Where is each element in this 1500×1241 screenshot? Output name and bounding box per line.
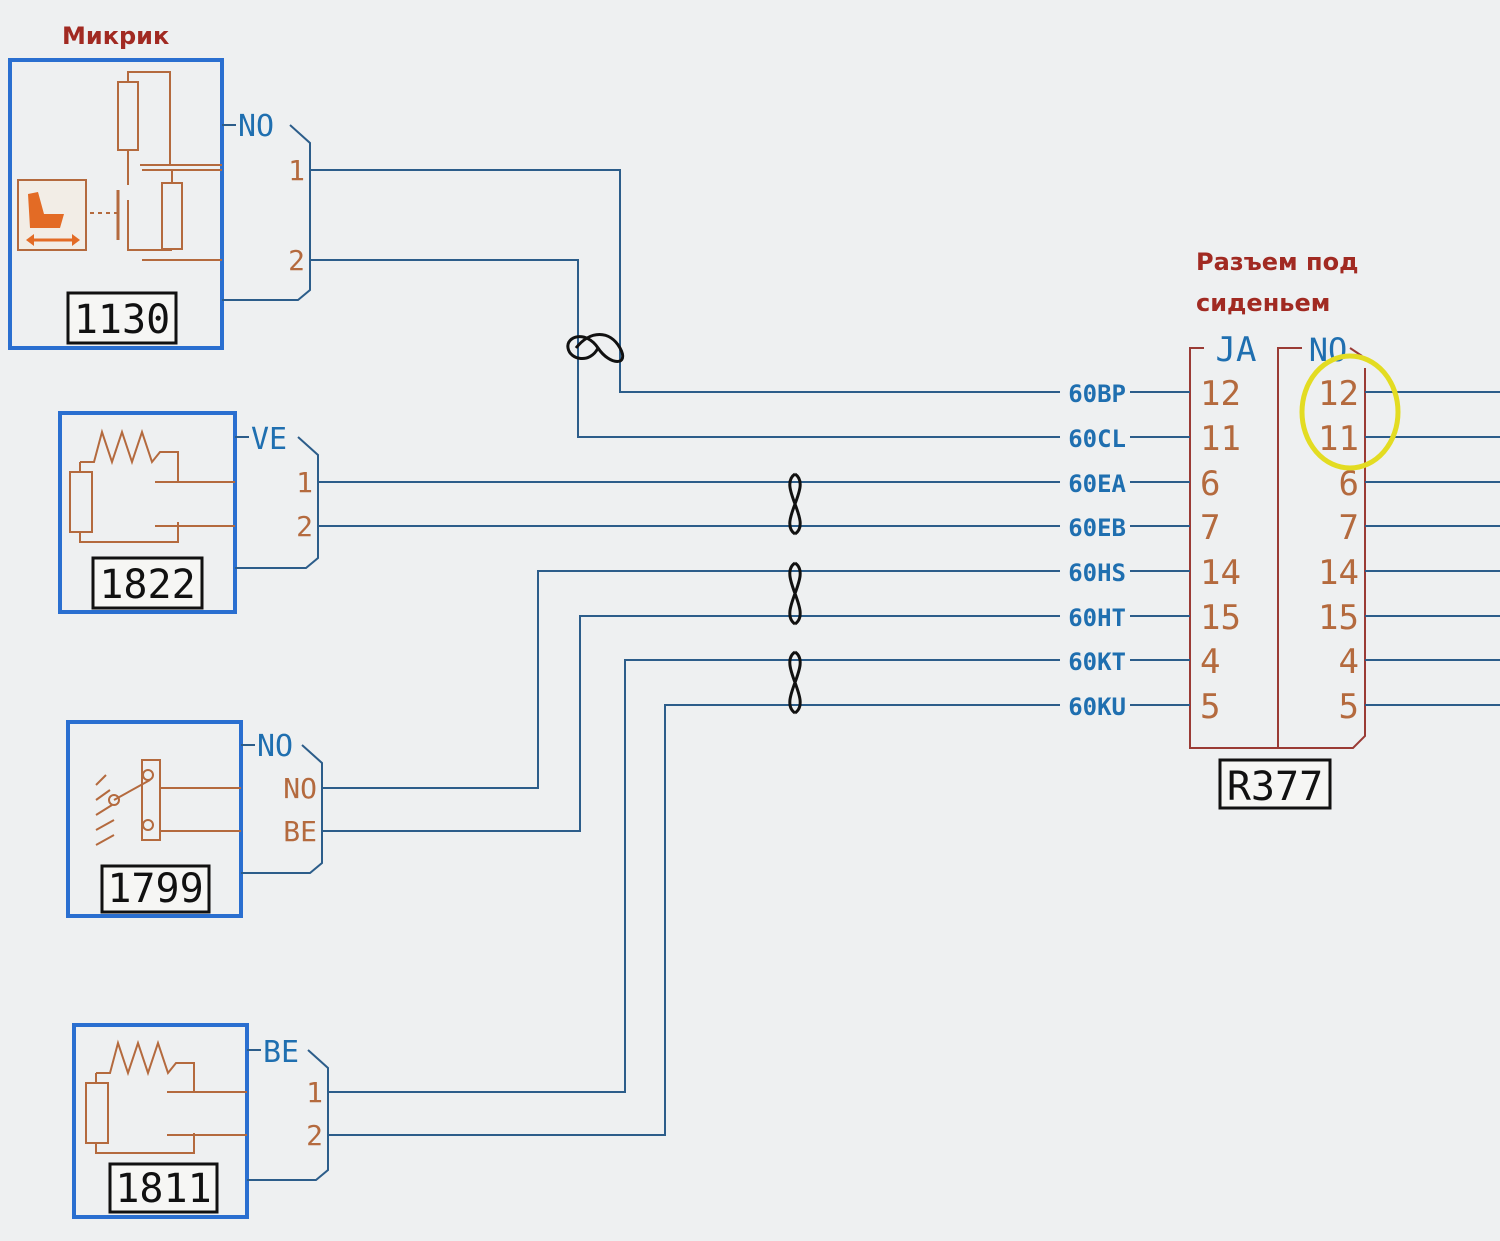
wire-label-60EB: 60EB xyxy=(1068,514,1126,542)
connector-title-line2: сиденьем xyxy=(1196,289,1331,317)
wire-label-60HS: 60HS xyxy=(1068,559,1126,587)
connector-right-pin-5: 5 xyxy=(1339,687,1359,727)
component-id-1799: 1799 xyxy=(107,866,203,912)
connector-left-body xyxy=(1189,347,1296,749)
heater-return-1822 xyxy=(79,522,179,543)
connector-right-pin-14: 14 xyxy=(1318,553,1359,593)
buckle-pivot-1799 xyxy=(108,794,120,806)
connector-right-pin-4: 4 xyxy=(1339,642,1359,682)
resistor-1130-b xyxy=(161,182,183,250)
buckle-hatch-1799 xyxy=(95,774,115,846)
buckle-body-1799 xyxy=(141,759,161,841)
connector-left-pin-11: 11 xyxy=(1200,419,1241,459)
connector-right-pin-6: 6 xyxy=(1339,464,1359,504)
buckle-lever-1799 xyxy=(113,779,151,801)
buckle-contact-a-1799 xyxy=(142,769,154,781)
wire-60KU xyxy=(328,704,1060,1136)
wire-60HS xyxy=(322,570,1060,789)
buckle-contact-b-1799 xyxy=(142,819,154,831)
component-id-box-1799 xyxy=(100,864,211,914)
connector-code-1799: NO xyxy=(257,729,293,764)
highlight-circle xyxy=(1299,353,1401,471)
connector-bracket-1811 xyxy=(247,1049,329,1181)
component-box-1799 xyxy=(66,720,243,918)
twist-marker-60KT-60KU xyxy=(788,650,802,715)
connector-code-left: JA xyxy=(1216,330,1257,370)
connector-left-pin-5: 5 xyxy=(1200,687,1220,727)
connector-left-pin-15: 15 xyxy=(1200,598,1241,638)
component-id-1811: 1811 xyxy=(115,1166,211,1212)
connector-right-body xyxy=(1278,368,1366,749)
lead-1130-a xyxy=(127,71,171,165)
connector-right-pin-7: 7 xyxy=(1339,508,1359,548)
component-id-1822: 1822 xyxy=(99,562,195,608)
connector-id-box xyxy=(1218,758,1332,810)
connector-id: R377 xyxy=(1227,764,1323,810)
connector-left-pin-12: 12 xyxy=(1200,374,1241,414)
connector-bracket-1799 xyxy=(241,744,323,874)
pin-label-1799-NO: NO xyxy=(283,772,317,805)
twist-marker-60BP-60CL xyxy=(566,333,624,363)
connector-right-pin-11: 11 xyxy=(1318,419,1359,459)
component-box-1811 xyxy=(72,1023,249,1219)
wire-label-60KU: 60KU xyxy=(1068,693,1126,721)
lead-1130-d xyxy=(171,169,222,183)
connector-bracket-1822 xyxy=(235,436,319,569)
pin-label-1799-BE: BE xyxy=(283,815,317,848)
microswitch-note: Микрик xyxy=(62,22,170,50)
connector-title-line1: Разъем под xyxy=(1196,248,1359,276)
wire-label-60BP: 60BP xyxy=(1068,380,1126,408)
wire-60BP xyxy=(310,169,1060,393)
connector-code-1130: NO xyxy=(238,109,274,144)
connector-bracket-1130 xyxy=(222,124,311,301)
wire-60KT xyxy=(328,659,1060,1093)
heater-resistor-1811 xyxy=(85,1082,109,1144)
heater-zigzag-1811 xyxy=(96,1039,195,1093)
connector-left-pin-6: 6 xyxy=(1200,464,1220,504)
connector-left-pin-4: 4 xyxy=(1200,642,1220,682)
pin-label-1130-1: 1 xyxy=(288,154,305,187)
resistor-1130-a xyxy=(117,81,139,151)
component-box-1822 xyxy=(58,411,237,614)
component-id-1130: 1130 xyxy=(74,297,170,343)
heater-return-1811 xyxy=(95,1133,195,1154)
twist-marker-60HS-60HT xyxy=(788,561,802,626)
wire-label-60HT: 60HT xyxy=(1068,604,1126,632)
pin-label-1130-2: 2 xyxy=(288,244,305,277)
pin-label-1822-2: 2 xyxy=(296,510,313,543)
twist-marker-60EA-60EB xyxy=(788,472,802,536)
connector-left-pin-14: 14 xyxy=(1200,553,1241,593)
lead-1130-c xyxy=(127,200,172,251)
connector-right-pin-12: 12 xyxy=(1318,374,1359,414)
wire-label-60KT: 60KT xyxy=(1068,648,1126,676)
component-id-box-1811 xyxy=(108,1162,219,1214)
heater-zigzag-1822 xyxy=(80,428,179,482)
connector-code-1822: VE xyxy=(251,422,287,457)
seat-shape-1130 xyxy=(28,192,64,228)
wire-label-60EA: 60EA xyxy=(1068,470,1126,498)
wire-60CL xyxy=(310,259,1060,438)
connector-right-pin-15: 15 xyxy=(1318,598,1359,638)
connector-left-pin-7: 7 xyxy=(1200,508,1220,548)
pin-label-1811-1: 1 xyxy=(306,1076,323,1109)
pin-label-1811-2: 2 xyxy=(306,1119,323,1152)
connector-code-1811: BE xyxy=(263,1035,299,1070)
heater-resistor-1822 xyxy=(69,471,93,533)
component-id-box-1822 xyxy=(91,556,204,610)
pin-label-1822-1: 1 xyxy=(296,466,313,499)
component-id-box-1130 xyxy=(66,291,178,345)
wire-60HT xyxy=(322,615,1060,832)
component-box-1130 xyxy=(8,58,224,350)
wire-label-60CL: 60CL xyxy=(1068,425,1126,453)
